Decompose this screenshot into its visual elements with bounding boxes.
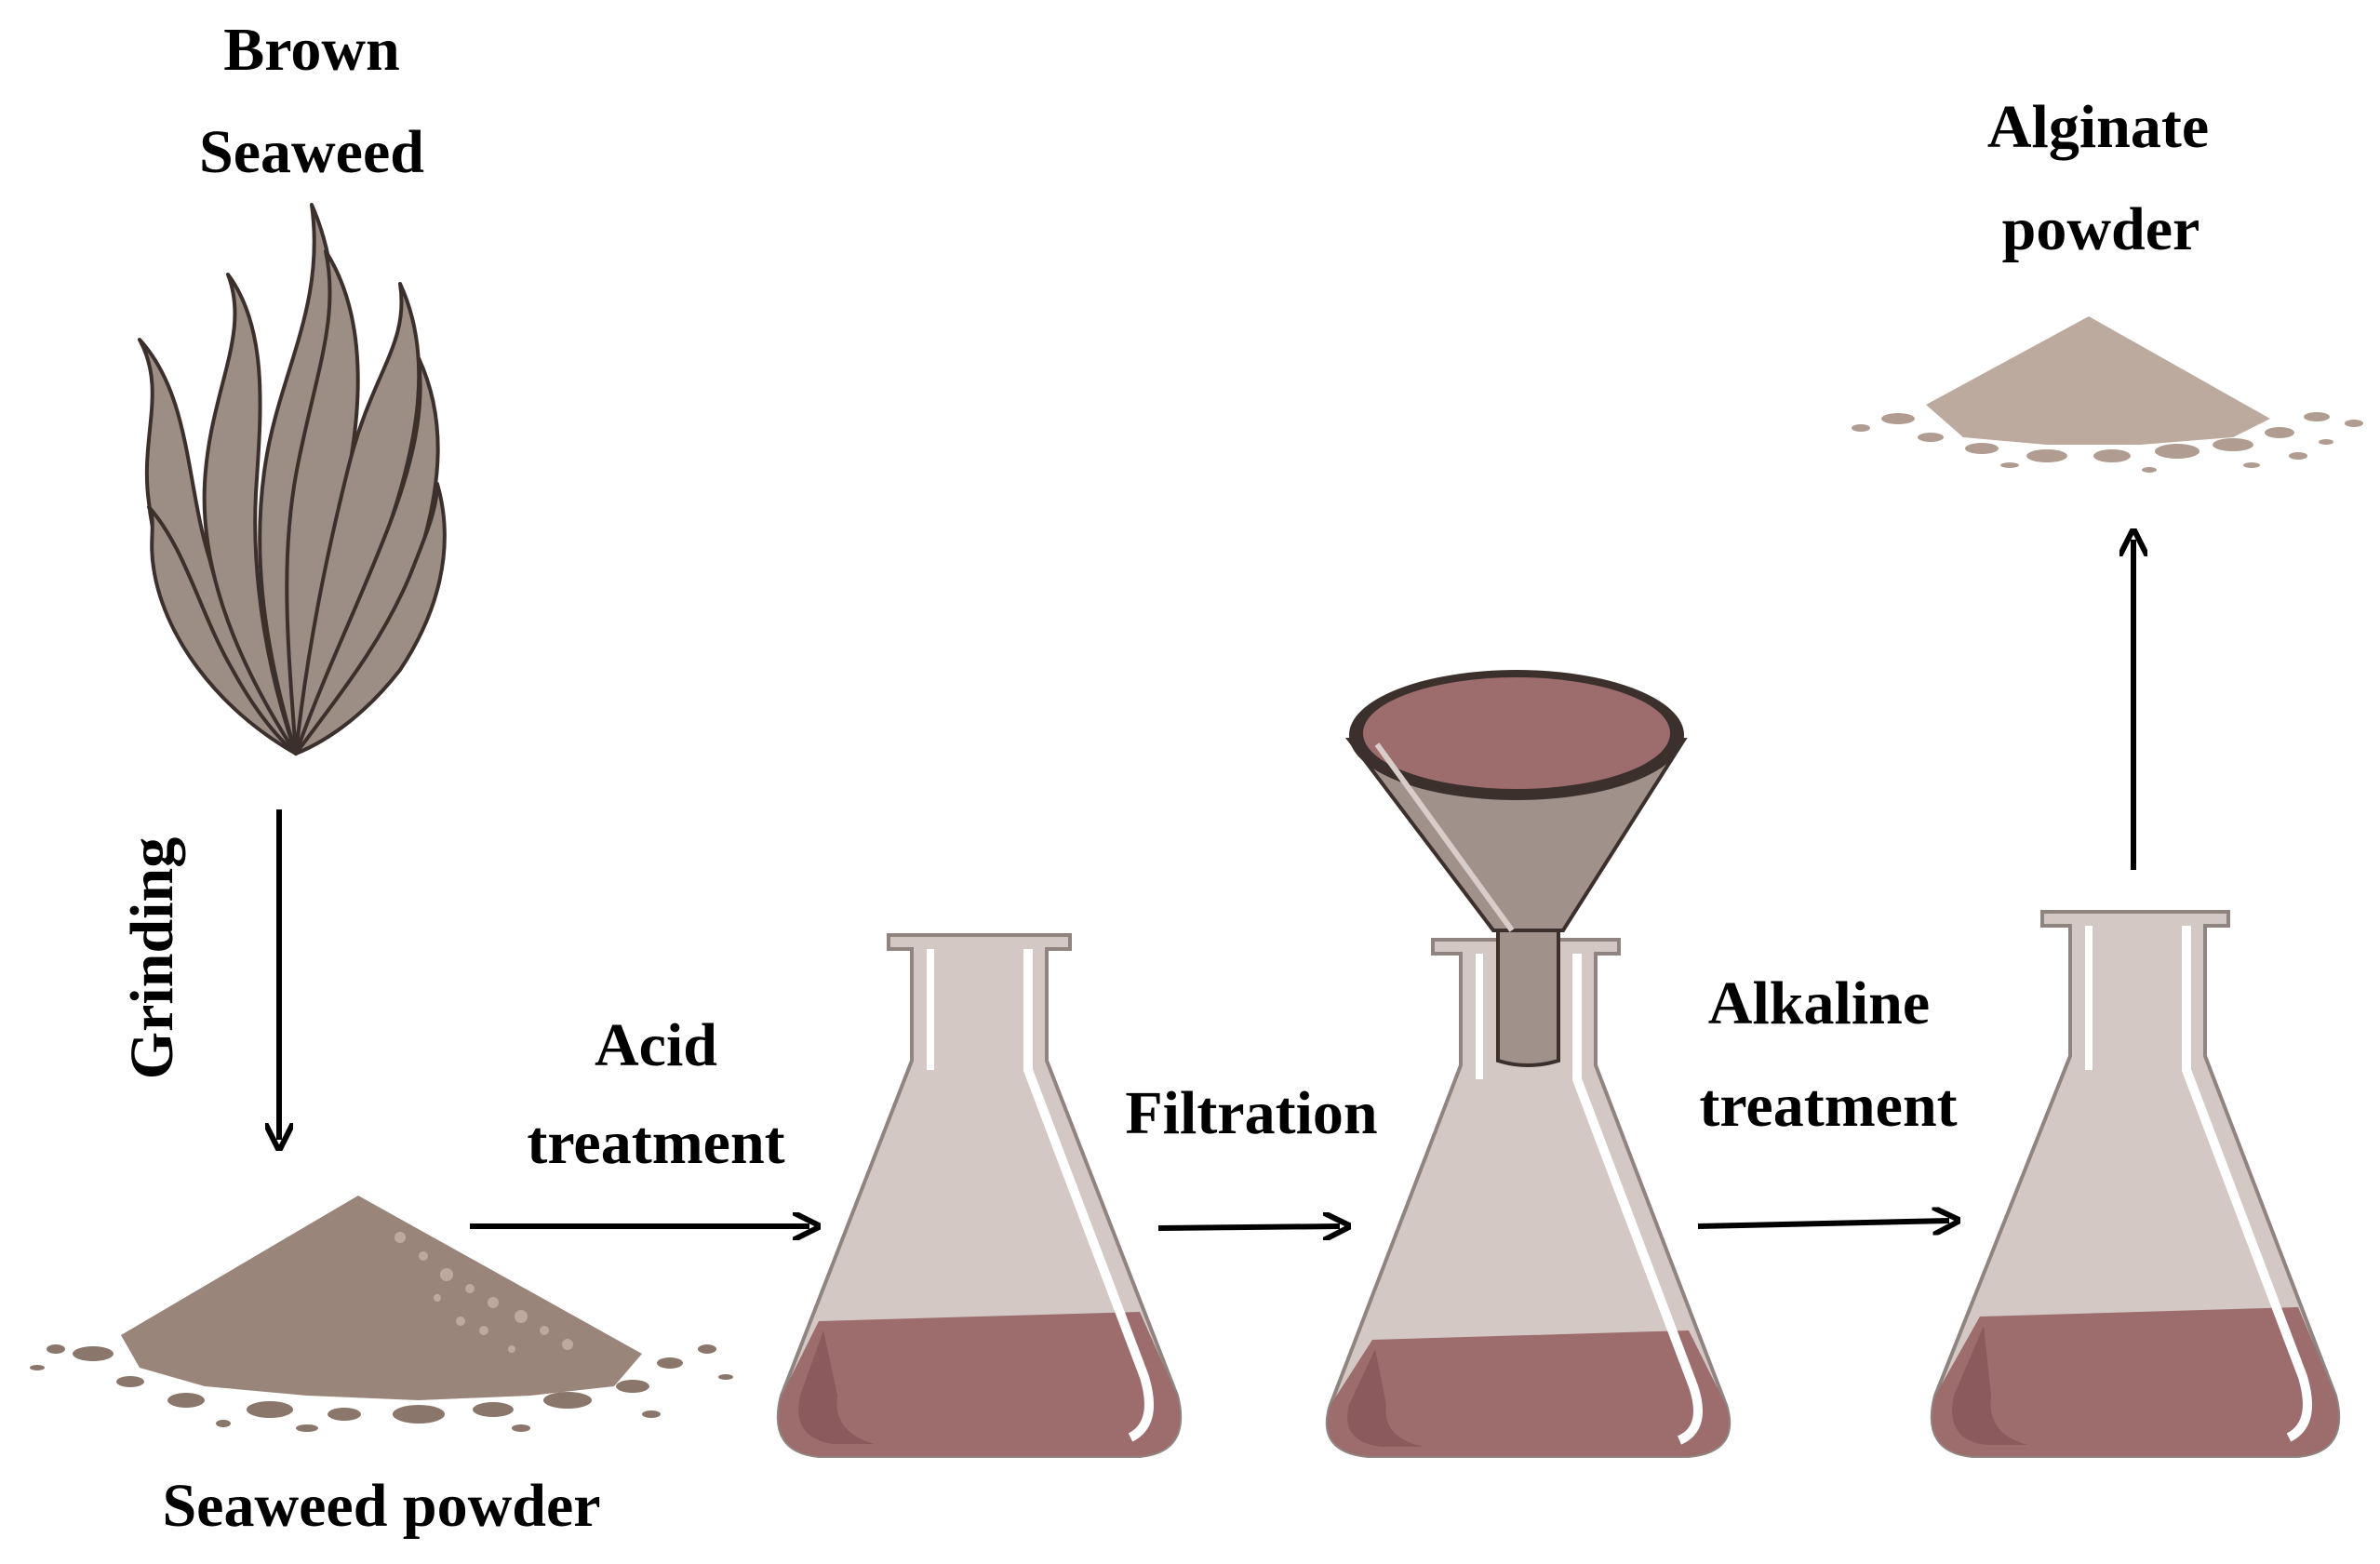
flask-icon — [776, 933, 1183, 1458]
powder-pile-icon — [1852, 316, 2363, 473]
acid-label-line2: treatment — [527, 1109, 784, 1177]
acid-label-line1: Acid — [595, 1011, 717, 1079]
seaweed-icon — [138, 203, 447, 755]
filtration-arrow — [1157, 1226, 1340, 1228]
grinding-label: Grinding — [118, 837, 186, 1079]
funnel-icon — [1344, 670, 1688, 1067]
brown-seaweed-label-line1: Brown — [223, 16, 400, 84]
flask-icon — [1325, 938, 1732, 1458]
flask-icon — [1930, 910, 2341, 1458]
seaweed-powder-label: Seaweed powder — [162, 1472, 600, 1540]
brown-seaweed-label-line2: Seaweed — [199, 118, 424, 186]
alginate-label-line1: Alginate — [1987, 93, 2209, 161]
alkaline-label-line2: treatment — [1699, 1072, 1957, 1140]
alginate-label-line2: powder — [2002, 195, 2200, 263]
powder-pile-icon — [30, 1196, 733, 1432]
alkaline-label-line1: Alkaline — [1708, 969, 1930, 1037]
filtration-label: Filtration — [1125, 1079, 1377, 1147]
alkaline-arrow — [1697, 1221, 1949, 1226]
